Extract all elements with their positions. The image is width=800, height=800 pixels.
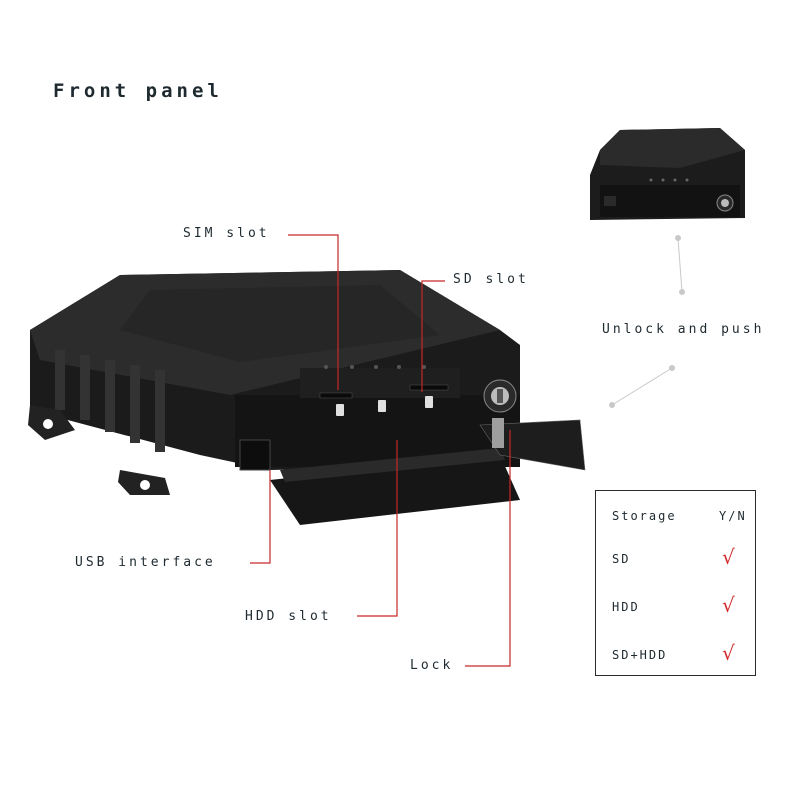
usb-interface-label: USB interface: [75, 555, 216, 570]
sim-slot-label: SIM slot: [183, 226, 270, 241]
leader-lines: [250, 234, 511, 667]
storage-header: Storage: [612, 509, 677, 523]
storage-row-sd-hdd: SD+HDD: [612, 648, 668, 662]
sd-leader-line: [421, 280, 445, 392]
unlock-pointer-lines: [609, 235, 685, 408]
check-icon: √: [722, 593, 735, 617]
hdd-slot-label: HDD slot: [245, 609, 332, 624]
sd-slot-label: SD slot: [453, 272, 529, 287]
check-icon: √: [722, 641, 735, 665]
yn-header: Y/N: [719, 509, 747, 523]
main-device: [28, 270, 586, 525]
check-icon: √: [722, 545, 735, 569]
unlock-and-push-label: Unlock and push: [602, 322, 765, 337]
sim-leader-line: [288, 234, 339, 390]
lock-leader-line: [465, 430, 511, 667]
storage-row-sd: SD: [612, 552, 631, 566]
lock-label: Lock: [410, 658, 454, 673]
storage-row-hdd: HDD: [612, 600, 640, 614]
page-title: Front panel: [53, 80, 223, 102]
hdd-leader-line: [357, 440, 398, 617]
small-device: [590, 128, 745, 220]
usb-leader-line: [250, 470, 271, 564]
storage-table: Storage Y/N SD √ HDD √ SD+HDD √: [595, 490, 756, 676]
